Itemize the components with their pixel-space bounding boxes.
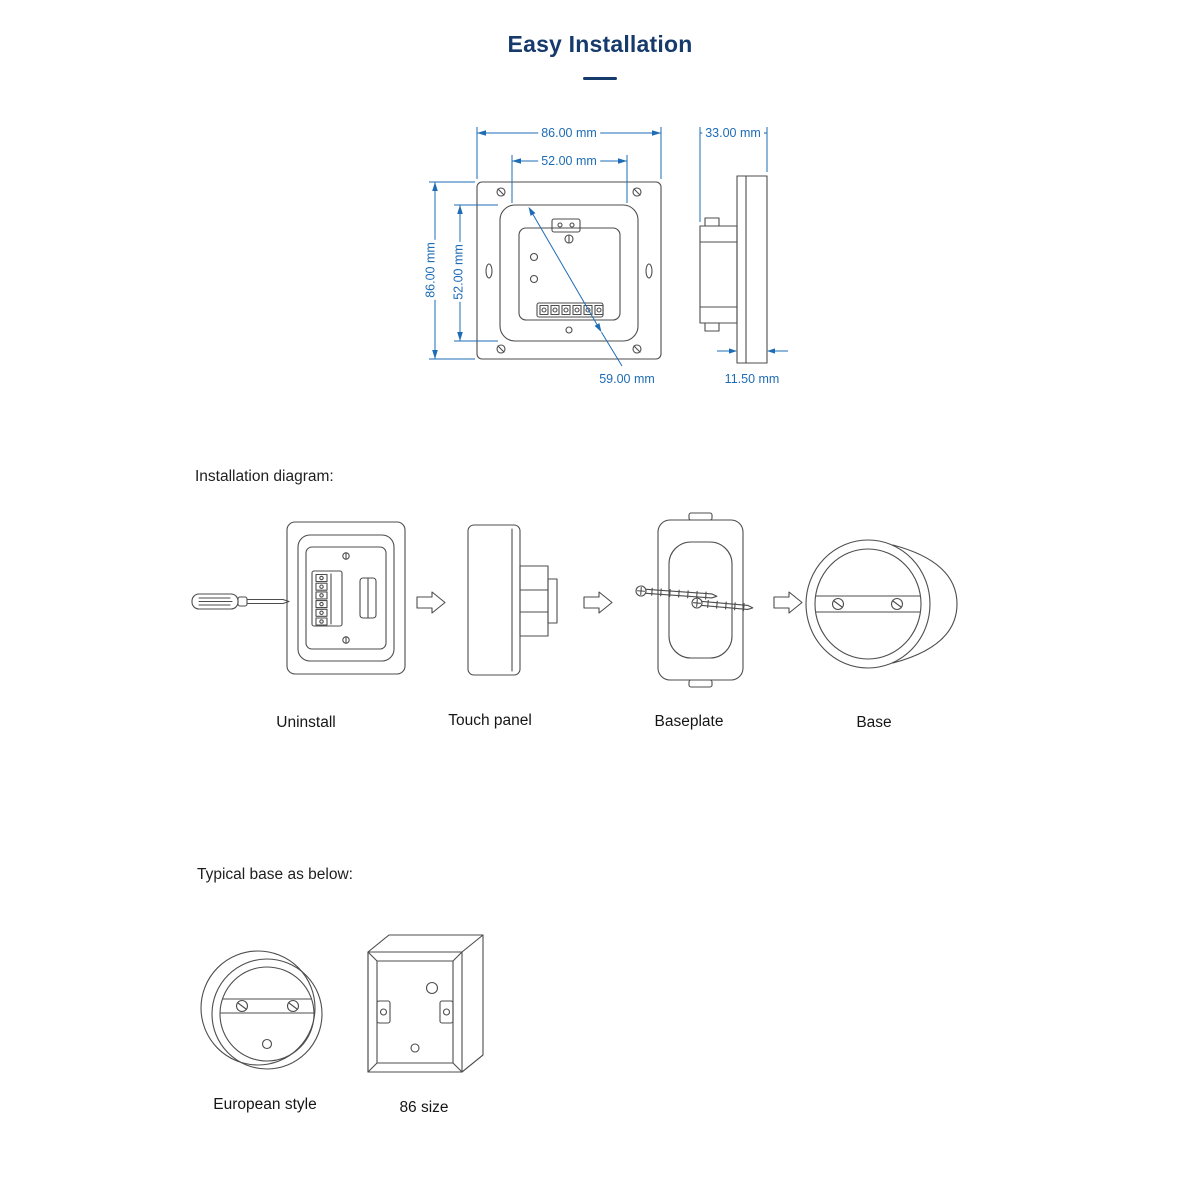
side-view-drawing xyxy=(699,175,768,364)
dim-side-width: 33.00 mm xyxy=(702,126,764,141)
front-view-drawing xyxy=(476,181,662,360)
step-arrow-icon xyxy=(583,591,613,614)
step-label-uninstall: Uninstall xyxy=(276,714,336,731)
base-label-86-size: 86 size xyxy=(399,1099,449,1116)
base-illustration xyxy=(805,539,958,669)
installation-heading: Installation diagram: xyxy=(195,468,334,485)
dim-front-height: 86.00 mm xyxy=(423,240,439,300)
step-label-base: Base xyxy=(856,714,892,731)
european-style-illustration xyxy=(200,950,323,1070)
step-label-touch-panel: Touch panel xyxy=(448,712,532,729)
typical-base-heading: Typical base as below: xyxy=(197,866,353,883)
dim-mounting-diagonal: 59.00 mm xyxy=(596,372,658,387)
dimension-lines xyxy=(429,127,788,367)
baseplate-illustration xyxy=(635,512,754,688)
dim-side-depth: 11.50 mm xyxy=(721,372,783,387)
mounting-screw-icon xyxy=(691,597,754,612)
dimension-drawing xyxy=(429,127,788,367)
touch-panel-illustration xyxy=(467,524,558,676)
dim-front-width: 86.00 mm xyxy=(538,126,600,141)
typical-base-drawing xyxy=(200,934,484,1073)
step-arrow-icon xyxy=(416,591,446,614)
title-underline xyxy=(583,77,617,80)
dim-front-inner-width: 52.00 mm xyxy=(538,154,600,169)
uninstall-illustration xyxy=(191,521,406,675)
base-label-european-style: European style xyxy=(213,1096,317,1113)
page-title: Easy Installation xyxy=(507,31,693,57)
dim-front-inner-height: 52.00 mm xyxy=(451,242,467,302)
step-arrow-icon xyxy=(773,591,803,614)
installation-steps-drawing xyxy=(191,512,958,688)
size-86-illustration xyxy=(367,934,484,1073)
mounting-screw-icon xyxy=(635,585,718,600)
step-label-baseplate: Baseplate xyxy=(654,713,724,730)
